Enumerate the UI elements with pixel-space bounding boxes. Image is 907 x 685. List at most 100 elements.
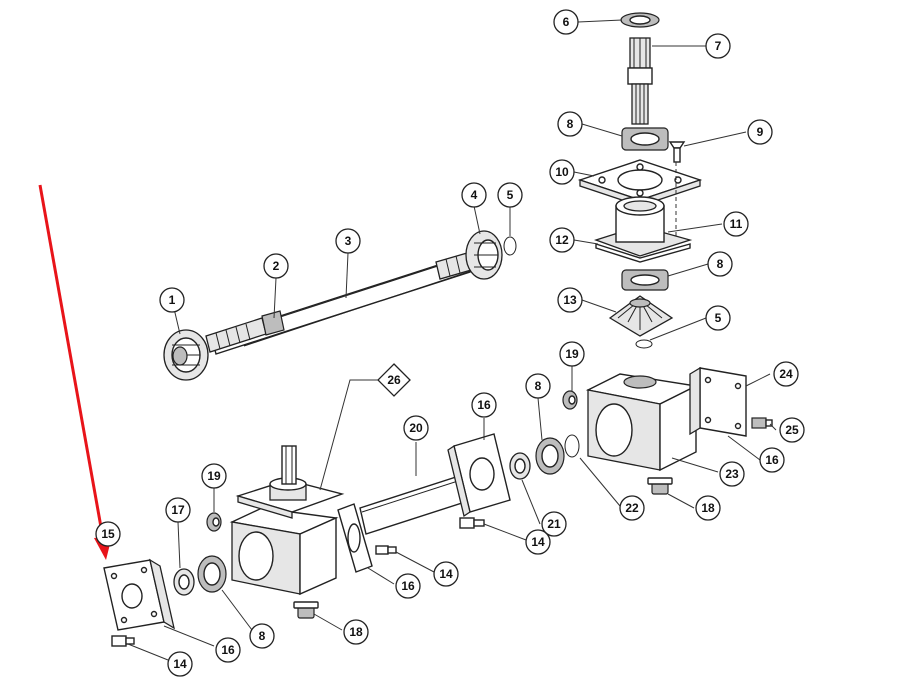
callout-15: 15 [95,521,121,547]
svg-text:9: 9 [757,125,764,139]
svg-text:23: 23 [725,467,739,481]
svg-text:5: 5 [507,188,514,202]
svg-text:8: 8 [567,117,574,131]
svg-text:16: 16 [401,579,415,593]
svg-text:8: 8 [259,629,266,643]
part-flange-16-left-box [337,503,373,573]
svg-text:15: 15 [101,527,115,541]
callout-1: 1 [159,287,185,313]
svg-text:11: 11 [730,217,743,231]
callout-23: 23 [719,461,745,487]
callout-10: 10 [549,159,575,185]
part-side-cover-24 [689,366,747,437]
part-bearing-8-left [197,555,227,593]
callout-16d: 16 [215,637,241,663]
svg-text:16: 16 [765,453,779,467]
part-bearing-housing-11 [593,196,693,263]
part-bevel-gear-small-1 [163,329,209,381]
callout-6: 6 [553,9,579,35]
svg-text:4: 4 [471,188,478,202]
svg-text:18: 18 [701,501,715,515]
callout-19a: 19 [559,341,585,367]
callout-5a: 5 [497,182,523,208]
callout-8d: 8 [249,623,275,649]
svg-text:2: 2 [273,259,280,273]
svg-text:22: 22 [625,501,639,515]
callout-20: 20 [403,415,429,441]
callout-14a: 14 [525,529,551,555]
part-end-cover-15 [103,558,175,631]
leader-lines [127,19,777,661]
part-vertical-shaft-7 [627,37,653,125]
part-bearing-8-top [621,127,669,151]
svg-text:24: 24 [779,367,793,381]
part-main-shaft [205,250,479,355]
callout-19b: 19 [201,463,227,489]
part-plug-18-right [647,477,673,495]
part-screw-9 [668,141,686,163]
svg-text:10: 10 [555,165,569,179]
part-bearing-8-right [535,437,565,475]
part-seal-21 [509,452,531,480]
callout-9: 9 [747,119,773,145]
part-bearing-8-mid [621,269,669,291]
callout-8b: 8 [707,251,733,277]
callout-16c: 16 [395,573,421,599]
part-plug-25 [751,417,773,429]
callout-16b: 16 [759,447,785,473]
part-bevel-gear-small-4 [465,230,503,280]
part-circlip-5b [635,339,653,349]
callout-13: 13 [557,287,583,313]
part-bolt-14-left [111,635,135,647]
callout-26: 26 [377,363,411,397]
part-bolt-14-mid [459,517,485,529]
part-circlip-5a [503,236,517,256]
callout-5b: 5 [705,305,731,331]
svg-text:14: 14 [173,657,187,671]
callout-18a: 18 [695,495,721,521]
callout-24: 24 [773,361,799,387]
part-seal-17 [173,568,195,596]
callout-8c: 8 [525,373,551,399]
callout-25: 25 [779,417,805,443]
svg-text:26: 26 [387,373,401,387]
svg-text:12: 12 [555,233,569,247]
callout-16a: 16 [471,392,497,418]
callout-21: 21 [541,511,567,537]
svg-text:25: 25 [785,423,799,437]
callout-14c: 14 [167,651,193,677]
svg-text:21: 21 [547,517,561,531]
svg-text:3: 3 [345,234,352,248]
part-tube-flange-16 [447,433,511,518]
callout-18b: 18 [343,619,369,645]
svg-text:19: 19 [207,469,221,483]
svg-text:5: 5 [715,311,722,325]
callout-17: 17 [165,497,191,523]
svg-text:8: 8 [717,257,724,271]
red-pointer-arrow [38,184,112,560]
part-oil-seal-6 [620,12,660,28]
svg-text:16: 16 [221,643,235,657]
svg-text:13: 13 [563,293,577,307]
callout-8a: 8 [557,111,583,137]
svg-text:1: 1 [169,293,176,307]
svg-text:19: 19 [565,347,579,361]
part-circlip-22 [564,434,580,458]
svg-text:14: 14 [439,567,453,581]
svg-text:20: 20 [409,421,423,435]
callout-14b: 14 [433,561,459,587]
callout-12: 12 [549,227,575,253]
svg-text:8: 8 [535,379,542,393]
svg-text:6: 6 [563,15,570,29]
callout-11: 11 [723,211,749,237]
part-plug-18-left [293,601,319,619]
svg-text:14: 14 [531,535,545,549]
part-gearbox-left [229,445,345,596]
part-breather-19-left [206,512,222,532]
callout-3: 3 [335,228,361,254]
callout-7: 7 [705,33,731,59]
part-bolt-14-box [375,545,397,555]
svg-text:17: 17 [171,503,185,517]
